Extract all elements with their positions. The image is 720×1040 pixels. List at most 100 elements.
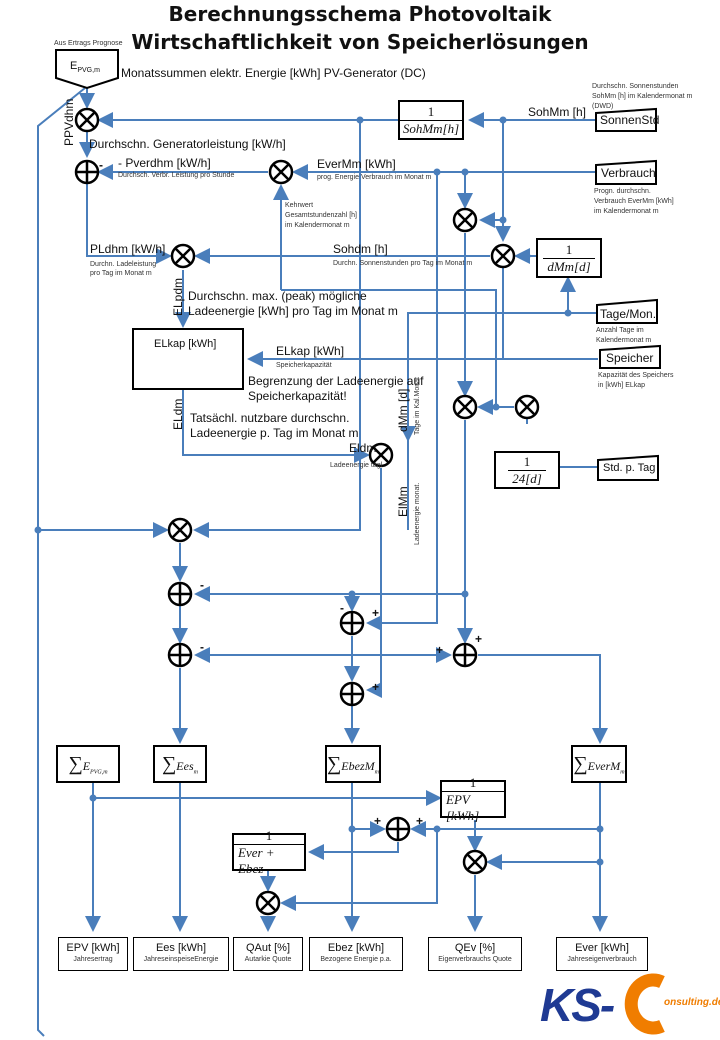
output-epv-label: EPV [kWh] (66, 942, 120, 954)
multiplier-node (452, 207, 478, 233)
pldh-description-1: Durchn. Ladeleistung (90, 261, 157, 268)
sum-ever-term: EverM (587, 758, 621, 773)
company-logo: KS- (540, 978, 615, 1032)
everm-signal-label: EverMm [kWh] (317, 157, 396, 171)
sum-ebez-block: ∑EbezMm (325, 745, 381, 783)
sonnenstd-note-1: Durchschn. Sonnenstunden (592, 83, 679, 90)
sohm-signal-label: SohMm [h] (528, 105, 587, 119)
inverse-sohm-numerator: 1 (427, 103, 435, 119)
logo-c-shape (624, 973, 665, 1035)
output-ebez-description: Bezogene Energie p.a. (320, 956, 392, 963)
sign-plus: + (372, 606, 380, 620)
speicher-note-2: in [kWh] ELkap (598, 382, 646, 389)
speicher-input[interactable]: Speicher (606, 351, 654, 365)
sum-epvg-term: E (82, 758, 91, 773)
verbrauch-input[interactable]: Verbrauch (601, 166, 656, 180)
dm-signal-label: dMm [d] (396, 388, 410, 432)
everm-description: prog. Energie Verbrauch im Monat m (317, 174, 432, 181)
epvg-note: Aus Ertrags Prognose (54, 40, 123, 47)
output-epv[interactable]: EPV [kWh] Jahresertrag (58, 937, 128, 971)
sonnenstd-input-shape (595, 107, 657, 132)
output-ees-description: JahreseinspeiseEnergie (143, 956, 219, 963)
limit-description-2: Speicherkapazität! (248, 389, 347, 403)
sum-epvg-block: ∑EPVG,m (56, 745, 120, 783)
tage-input[interactable]: Tage/Mon. (600, 307, 657, 321)
pverdh-description: Durchsch. Verbr. Leistung pro Stunde (118, 172, 235, 179)
epvg-subscript: PVG,m (77, 67, 100, 75)
elkap-signal-label: ELkap [kWh] (276, 344, 345, 358)
page-title-line2: Wirtschaftlichkeit von Speicherlösungen (131, 30, 589, 54)
output-ever[interactable]: Ever [kWh] Jahreseigenverbrauch (556, 937, 648, 971)
verbrauch-note-2: Verbrauch EverMm [kWh] (594, 198, 674, 205)
adder-node (167, 642, 193, 668)
sum-ees-sub: m (193, 768, 198, 775)
output-qev-description: Eigenverbrauchs Quote (438, 956, 512, 963)
junction-dots (34, 116, 604, 866)
adder-node (339, 681, 365, 707)
adder-node (167, 581, 193, 607)
pldh-description-2: pro Tag im Monat m (90, 270, 152, 277)
output-ever-description: Jahreseigenverbrauch (567, 956, 637, 963)
generator-power-label: Durchschn. Generatorleistung [kW/h] (89, 137, 286, 151)
multiplier-node (255, 890, 281, 916)
verbrauch-note-3: im Kalendermonat m (594, 208, 659, 215)
logo-suffix: onsulting.de (664, 997, 720, 1008)
speicher-input-shape (599, 344, 661, 369)
eld2-signal-label: Eldm (349, 441, 377, 455)
inverse-epv-numerator: 1 (469, 774, 477, 790)
peak-description-1: Durchschn. max. (peak) mögliche (188, 289, 367, 303)
tage-input-shape (596, 298, 658, 324)
pverdh-signal-label: - Pverdhm [kW/h] (118, 156, 211, 170)
elkap-description: Speicherkapazität (276, 362, 332, 369)
limit-description-1: Begrenzung der Ladeenergie auf (248, 374, 424, 388)
sign-plus: + (436, 643, 444, 657)
kehrwert-note-3: im Kalendermonat m (285, 222, 350, 229)
output-qev-label: QEv [%] (454, 942, 496, 954)
multiplier-node (490, 243, 516, 269)
sonnenstd-note-3: (DWD) (592, 103, 614, 110)
output-qaut[interactable]: QAut [%] Autarkie Quote (233, 937, 303, 971)
page-title-line1: Berechnungsschema Photovoltaik (168, 2, 552, 26)
output-ees[interactable]: Ees [kWh] JahreseinspeiseEnergie (133, 937, 229, 971)
tage-note-1: Anzahl Tage im (596, 327, 644, 334)
inverse-dm-numerator: 1 (565, 241, 573, 257)
sum-ebez-sub: m (374, 768, 379, 775)
sohd-description: Durchn. Sonnenstunden pro Tag im Monat m (333, 260, 473, 267)
eld2-description: Ladeenergie tägl. (330, 462, 385, 469)
output-ebez[interactable]: Ebez [kWh] Bezogene Energie p.a. (309, 937, 403, 971)
epvg-label[interactable]: EPVG,m (70, 60, 100, 74)
sonnenstd-note-2: SohMm [h] im Kalendermonat m (592, 93, 693, 100)
multiplier-node (170, 243, 196, 269)
sonnenstd-input[interactable]: SonnenStd (600, 113, 660, 127)
sign-plus: + (372, 680, 380, 694)
tage-note-2: Kalendermonat m (596, 337, 652, 344)
inverse-ever-ebez-numerator: 1 (265, 827, 273, 843)
inverse-epv-denominator: EPV [kWh] (442, 790, 504, 824)
epvg-input-shape (55, 49, 119, 90)
multiplier-node (167, 517, 193, 543)
sign-minus: - (99, 158, 103, 172)
dm-description: Tage im Kal.Monat (414, 377, 421, 435)
elpd-signal-label: ELpdm (171, 277, 185, 316)
output-qaut-label: QAut [%] (245, 942, 291, 954)
kehrwert-note-1: Kehrwert (285, 202, 314, 209)
peak-description-2: Ladeenergie [kWh] pro Tag im Monat m (188, 304, 398, 318)
elkap-limiter-block: ELkap [kWh] (132, 328, 244, 390)
sum-ees-block: ∑Eesm (153, 745, 207, 783)
std-input[interactable]: Std. p. Tag (603, 462, 656, 474)
sum-ebez-term: EbezM (341, 758, 375, 773)
output-ees-label: Ees [kWh] (155, 942, 207, 954)
verbrauch-input-shape (595, 159, 657, 185)
inverse-ever-ebez-denominator: Ever + Ebez (234, 843, 304, 877)
output-qev[interactable]: QEv [%] Eigenverbrauchs Quote (428, 937, 522, 971)
std-input-shape (597, 454, 659, 481)
output-qaut-description: Autarkie Quote (244, 956, 292, 963)
sohd-signal-label: Sohdm [h] (333, 242, 388, 256)
multiplier-node (368, 442, 394, 468)
inverse-24-denominator: 24[d] (508, 469, 546, 487)
inverse-24-numerator: 1 (523, 453, 531, 469)
output-ever-label: Ever [kWh] (575, 942, 629, 954)
